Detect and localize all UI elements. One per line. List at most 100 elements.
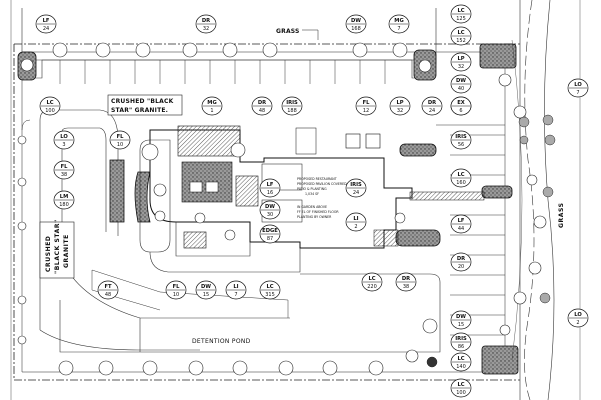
plant-tag-code: FL — [173, 284, 181, 290]
plant-tag-quantity: 15 — [203, 292, 209, 298]
plant-tag-li-7: LI 7 — [225, 280, 247, 300]
plant-tag-code: DW — [456, 78, 466, 84]
plant-tag-code: IRIS — [455, 134, 467, 140]
plant-tag-dw-15-b: DW 15 — [450, 310, 472, 330]
crushed-granite-callout-top: CRUSHED "BLACK STAR" GRANITE. — [107, 94, 183, 116]
plant-tag-code: FL — [61, 164, 69, 170]
plant-tag-code: FL — [117, 134, 125, 140]
plant-tag-code: LC — [368, 276, 375, 282]
plant-tag-code: MG — [207, 100, 216, 106]
plant-tag-quantity: 86 — [458, 344, 464, 350]
building-note-3: PATIO & PLANTING — [297, 187, 327, 191]
crushed-granite-top-line2: STAR" GRANITE. — [111, 107, 168, 114]
plant-tag-code: DR — [202, 18, 210, 24]
plant-tag-lo-2: LO2 — [567, 308, 589, 328]
tree-symbols — [17, 42, 547, 376]
plant-tag-dw-15-a: DW 15 — [195, 280, 217, 300]
plant-tag-code: LP — [396, 100, 403, 106]
planter-box — [183, 231, 207, 249]
plant-tag-quantity: 152 — [456, 38, 466, 44]
plant-tag-iris-56: IRIS 56 — [450, 130, 472, 150]
plant-tag-quantity: 125 — [456, 16, 466, 22]
plant-tag-quantity: 1 — [210, 108, 213, 114]
gravel-island-center — [109, 159, 125, 223]
plant-tag-quantity: 180 — [59, 202, 69, 208]
plant-tag-quantity: 15 — [458, 322, 464, 328]
plant-tag-quantity: 16 — [267, 190, 273, 196]
plant-tag-lm-180: LM 180 — [53, 190, 75, 210]
plant-tag-code: LC — [46, 100, 53, 106]
building-note-6: FF EL OF FINISHED FLOOR — [297, 210, 339, 214]
plant-tag-quantity: 188 — [287, 108, 297, 114]
plant-tag-quantity: 38 — [403, 284, 409, 290]
plant-tag-quantity: 220 — [367, 284, 377, 290]
plant-tag-quantity: 12 — [363, 108, 369, 114]
plant-tag-iris-24: IRIS 24 — [345, 178, 367, 198]
plant-tag-quantity: 160 — [456, 180, 466, 186]
grass-leader — [302, 29, 319, 40]
crushed-granite-side-line3: GRANITE — [63, 234, 70, 268]
plant-tag-quantity: 44 — [458, 226, 464, 232]
plant-tag-code: LC — [457, 382, 464, 388]
plant-tag-li-2: LI 2 — [345, 212, 367, 232]
plant-tag-quantity: 6 — [459, 108, 462, 114]
plant-tag-quantity: 2 — [354, 224, 357, 230]
planting-bed-west — [139, 139, 301, 273]
plant-tag-code: MG — [394, 18, 403, 24]
plant-tag-code: IRIS — [350, 182, 362, 188]
plant-tag-lc-220: LC 220 — [361, 272, 383, 292]
plant-tag-code: LM — [60, 194, 68, 200]
plant-tag-code: FT — [104, 284, 112, 290]
detention-pond — [59, 273, 441, 353]
plant-tag-lc-152: LC 152 — [450, 26, 472, 46]
plant-tag-quantity: 30 — [267, 212, 273, 218]
plant-tag-code: LC — [457, 30, 464, 36]
plant-tag-quantity: 7 — [576, 90, 579, 96]
plant-tag-quantity: 140 — [456, 364, 466, 370]
plant-tag-quantity: 7 — [234, 292, 237, 298]
plant-tag-code: LF — [267, 182, 274, 188]
plant-tag-code: LI — [353, 216, 358, 222]
plant-tag-lo-3: LO3 — [53, 130, 75, 150]
plant-tag-code: DW — [201, 284, 211, 290]
grass-label-top: GRASS — [276, 28, 300, 35]
planter-right-mid — [481, 185, 513, 199]
plant-tag-code: LI — [233, 284, 238, 290]
plant-tag-lo-7-right: LO 7 — [567, 78, 589, 98]
plant-tag-quantity: 24 — [353, 190, 359, 196]
plant-tag-code: LO — [574, 82, 582, 88]
building-note-2: PROPOSED PAVILION COVERED — [297, 182, 347, 186]
plant-tag-code: EX — [457, 100, 465, 106]
plant-tag-quantity: 7 — [397, 26, 400, 32]
crushed-granite-side-line1: CRUSHED — [45, 235, 52, 272]
plant-tag-quantity: 87 — [267, 236, 273, 242]
plant-tag-code: LP — [457, 56, 464, 62]
plant-tag-quantity: 32 — [397, 108, 403, 114]
building-note-7: PLANTING BY OWNER — [297, 215, 332, 219]
shrub-symbols — [426, 114, 556, 368]
plant-tag-quantity: 168 — [351, 26, 361, 32]
plant-tag-code: LC — [266, 284, 273, 290]
plant-tag-ft-48: FT 48 — [97, 280, 119, 300]
plant-tag-quantity: 56 — [458, 142, 464, 148]
plant-tag-quantity: 48 — [105, 292, 111, 298]
plant-tag-code: DW — [456, 314, 466, 320]
crushed-granite-callout-side: CRUSHED "BLACK STAR" GRANITE — [39, 219, 75, 279]
